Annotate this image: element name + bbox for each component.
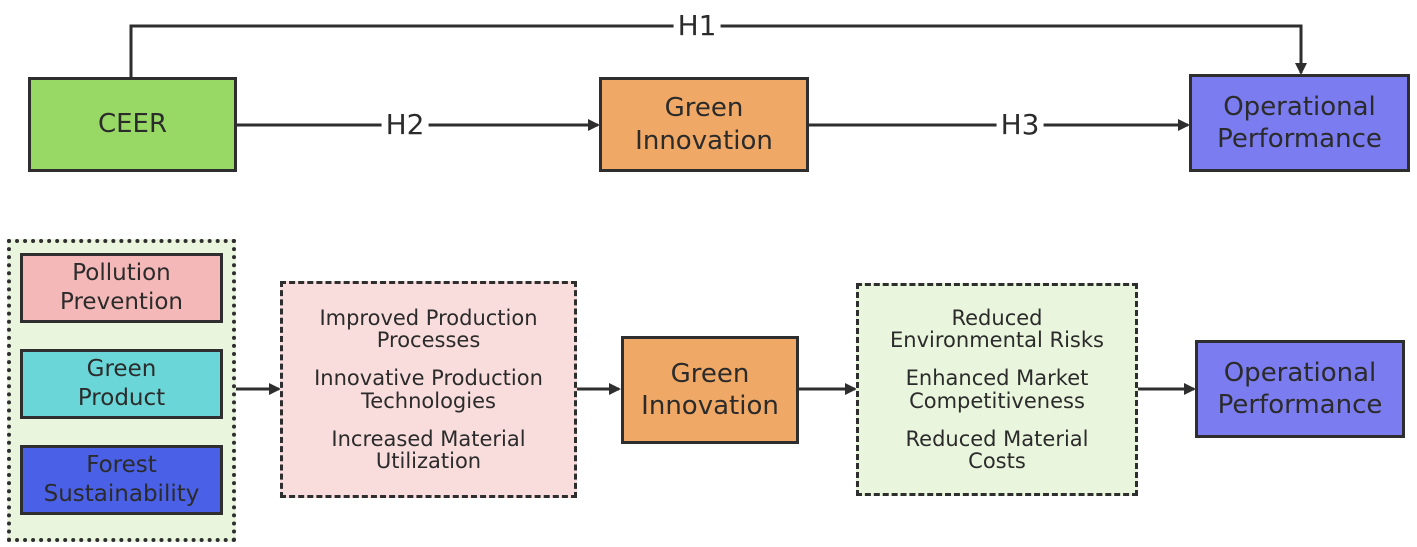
node-pollution-prevention: Pollution Prevention bbox=[20, 253, 223, 323]
mechanism-innovative-production-technologies: Innovative Production Technologies bbox=[314, 366, 543, 413]
node-forest-sustainability-label: Forest Sustainability bbox=[43, 452, 200, 507]
node-green-innovation-top-label: Green Innovation bbox=[635, 93, 773, 156]
outcome-enhanced-market-competitiveness: Enhanced Market Competitiveness bbox=[905, 366, 1089, 413]
node-green-product: Green Product bbox=[20, 349, 223, 419]
outcome-reduced-environmental-risks: Reduced Environmental Risks bbox=[890, 306, 1104, 353]
outcome-reduced-material-costs: Reduced Material Costs bbox=[905, 426, 1089, 473]
mechanisms-left-box: Improved Production Processes Innovative… bbox=[280, 281, 577, 498]
label-h3: H3 bbox=[996, 111, 1044, 139]
node-green-innovation-bottom-label: Green Innovation bbox=[641, 358, 779, 422]
node-green-product-label: Green Product bbox=[77, 356, 166, 411]
mechanism-improved-production-processes: Improved Production Processes bbox=[319, 306, 538, 353]
node-green-innovation-bottom: Green Innovation bbox=[621, 336, 799, 444]
node-pollution-prevention-label: Pollution Prevention bbox=[60, 260, 183, 315]
node-ceer: CEER bbox=[28, 77, 237, 172]
label-h1: H1 bbox=[673, 12, 721, 40]
node-operational-performance-top-label: Operational Performance bbox=[1217, 91, 1382, 155]
node-forest-sustainability: Forest Sustainability bbox=[20, 445, 223, 515]
node-green-innovation-top: Green Innovation bbox=[599, 77, 809, 172]
node-operational-performance-top: Operational Performance bbox=[1189, 74, 1410, 172]
mechanisms-right-box: Reduced Environmental Risks Enhanced Mar… bbox=[856, 283, 1138, 496]
node-operational-performance-bottom-label: Operational Performance bbox=[1217, 357, 1383, 421]
node-operational-performance-bottom: Operational Performance bbox=[1195, 340, 1405, 438]
node-ceer-label: CEER bbox=[97, 109, 168, 140]
mechanism-increased-material-utilization: Increased Material Utilization bbox=[331, 426, 526, 473]
label-h2: H2 bbox=[381, 111, 429, 139]
